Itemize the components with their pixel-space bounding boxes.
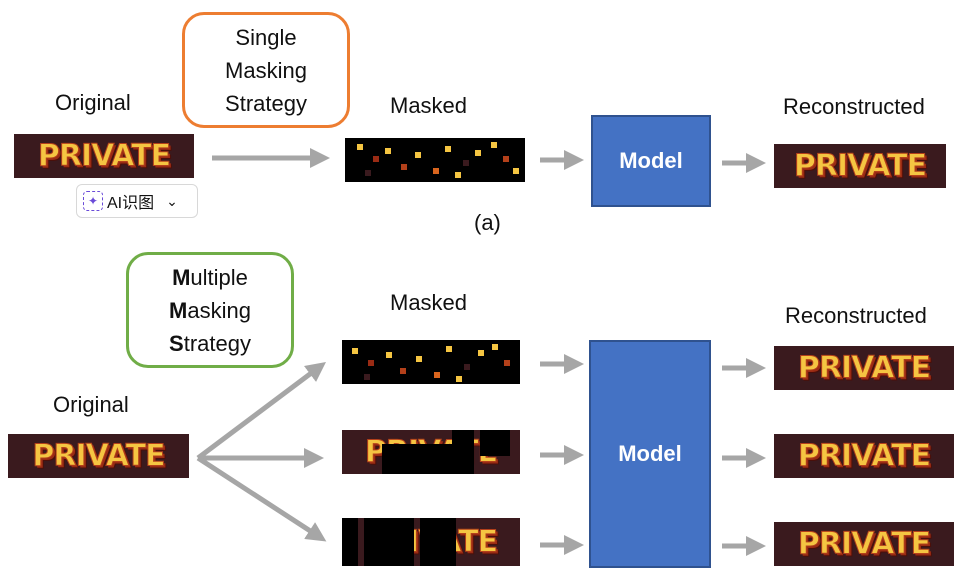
reconstructed-label-a: Reconstructed: [783, 94, 925, 119]
strategy-b-line-3: Strategy: [169, 330, 251, 356]
reconstructed-word-a: PRIVATE: [793, 148, 927, 184]
masked-image-b3: PRIVATE: [342, 518, 520, 566]
original-label-b: Original: [53, 392, 129, 417]
strategy-b-line-1: Multiple: [172, 264, 248, 290]
arrow-original-to-masked-1: [196, 362, 326, 460]
model-box-b: Model: [589, 340, 711, 568]
strategy-line-1: Single: [235, 24, 297, 50]
original-word-b: PRIVATE: [32, 438, 166, 474]
masked-image-a: [345, 138, 525, 182]
strategy-b-line-2: Masking: [169, 297, 251, 323]
model-box-a: Model: [591, 115, 711, 207]
reconstructed-label-b: Reconstructed: [785, 303, 927, 328]
ai-button-label: AI识图: [107, 195, 155, 212]
masked-image-b1: [342, 340, 520, 384]
reconstructed-image-a: PRIVATE: [774, 144, 946, 188]
single-strategy-box: Single Masking Strategy: [182, 12, 350, 128]
multiple-strategy-box: Multiple Masking Strategy: [126, 252, 294, 368]
strategy-line-2: Masking: [225, 57, 307, 83]
reconstructed-word-b1: PRIVATE: [797, 350, 931, 386]
reconstructed-image-b1: PRIVATE: [774, 346, 954, 390]
reconstructed-image-b2: PRIVATE: [774, 434, 954, 478]
reconstructed-image-b3: PRIVATE: [774, 522, 954, 566]
caption-a: (a): [474, 210, 501, 235]
original-word-a: PRIVATE: [37, 138, 171, 174]
masked-label-a: Masked: [390, 93, 468, 118]
original-label-a: Original: [55, 90, 131, 115]
reconstructed-word-b2: PRIVATE: [797, 438, 931, 474]
strategy-line-3: Strategy: [225, 90, 307, 116]
original-image-b: PRIVATE: [8, 434, 189, 478]
masked-image-b2: PRIVATE: [342, 430, 520, 474]
arrow-original-to-masked-3: [196, 455, 327, 542]
chevron-down-icon: ⌄: [166, 192, 178, 209]
reconstructed-word-b3: PRIVATE: [797, 526, 931, 562]
sparkle-icon: ✦: [83, 191, 103, 211]
masked-label-b: Masked: [390, 290, 468, 315]
original-image-a: PRIVATE: [14, 134, 194, 178]
ai-image-recognition-button[interactable]: ✦ AI识图 ⌄: [76, 184, 198, 218]
